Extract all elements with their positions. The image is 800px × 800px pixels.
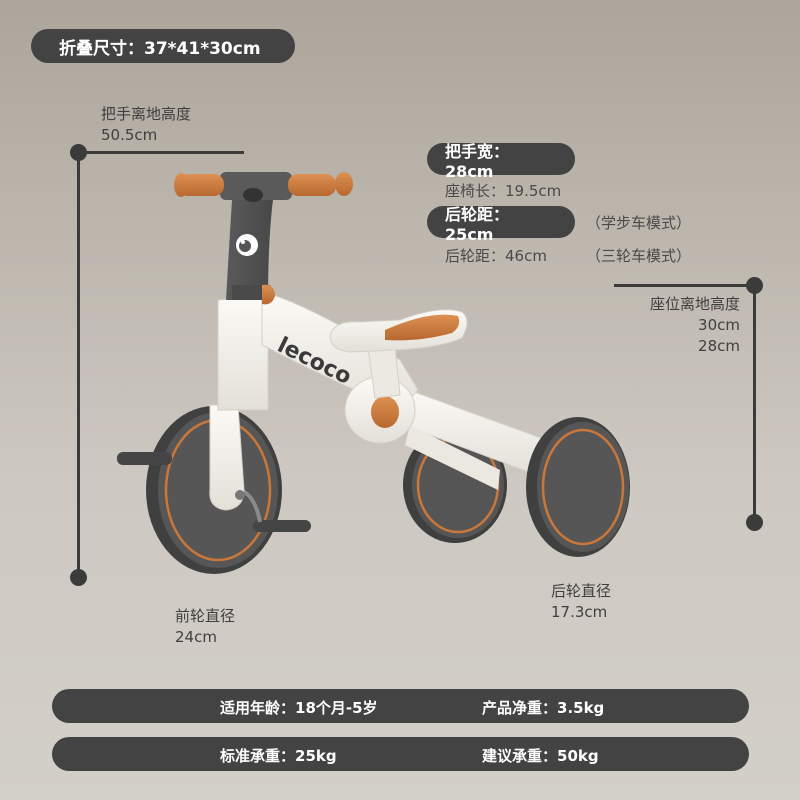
recommended-load-text: 建议承重：50kg xyxy=(482,747,599,765)
net-weight-text: 产品净重：3.5kg xyxy=(482,699,605,717)
seat-height-value-2: 28cm xyxy=(698,337,740,355)
seat-height-top-line xyxy=(614,284,756,287)
handlebar-height-label: 把手离地高度 50.5cm xyxy=(101,104,191,146)
seat-height-label: 座位离地高度 30cm 28cm xyxy=(600,294,740,357)
dimension-dot-top-right xyxy=(746,277,763,294)
fold-size-text: 折叠尺寸：37*41*30cm xyxy=(59,38,261,59)
seat-height-title: 座位离地高度 xyxy=(649,295,740,313)
dimension-dot-top-left xyxy=(70,144,87,161)
spec-bar-1: 适用年龄：18个月-5岁 产品净重：3.5kg xyxy=(52,689,749,723)
seat-icon xyxy=(329,309,468,353)
handlebar-height-value: 50.5cm xyxy=(101,126,158,144)
wheelbase-balance-text: 后轮距：25cm xyxy=(445,204,510,244)
spec-bar-2: 标准承重：25kg 建议承重：50kg xyxy=(52,737,749,771)
rear-wheel-value: 17.3cm xyxy=(551,603,608,621)
handlebar-height-top-line xyxy=(79,151,244,154)
fold-size-badge: 折叠尺寸：37*41*30cm xyxy=(31,29,295,63)
age-range-text: 适用年龄：18个月-5岁 xyxy=(220,699,378,717)
rear-wheel-title: 后轮直径 xyxy=(551,582,612,600)
wheelbase-balance-badge: 后轮距：25cm xyxy=(427,205,575,244)
front-wheel-label: 前轮直径 24cm xyxy=(175,606,235,648)
handlebar-height-title: 把手离地高度 xyxy=(101,105,192,123)
dimension-dot-bottom-right xyxy=(746,514,763,531)
dimension-dot-bottom-left xyxy=(70,569,87,586)
handlebar-width-badge: 把手宽：28cm xyxy=(427,142,575,181)
tricycle-mode-note: （三轮车模式） xyxy=(586,247,692,265)
balance-mode-note: （学步车模式） xyxy=(586,214,692,232)
seat-height-value-1: 30cm xyxy=(698,316,740,334)
wheelbase-tricycle-text: 后轮距：46cm xyxy=(445,247,547,265)
rear-wheel-label: 后轮直径 17.3cm xyxy=(551,581,611,623)
handlebar-icon xyxy=(174,172,353,202)
rear-wheel-right-icon xyxy=(526,417,630,557)
standard-load-text: 标准承重：25kg xyxy=(220,747,337,765)
seat-height-vertical-line xyxy=(753,285,756,522)
seat-length-text: 座椅长：19.5cm xyxy=(445,182,562,200)
handlebar-width-text: 把手宽：28cm xyxy=(445,141,510,181)
front-wheel-value: 24cm xyxy=(175,628,217,646)
handlebar-height-vertical-line xyxy=(77,152,80,577)
front-wheel-title: 前轮直径 xyxy=(175,607,236,625)
